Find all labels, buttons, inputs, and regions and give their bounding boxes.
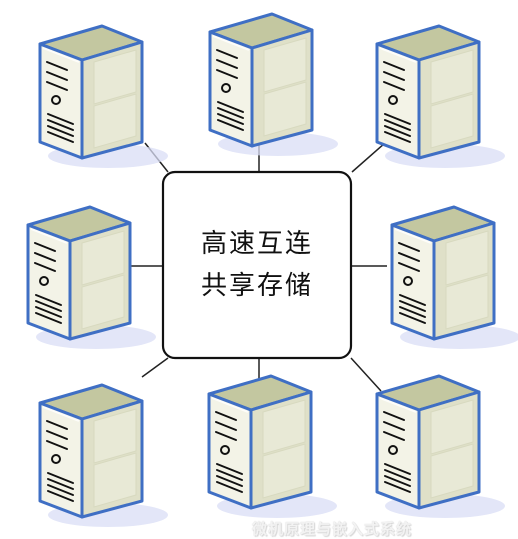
server-tower-icon <box>207 374 337 518</box>
server-tower-icon <box>390 205 518 349</box>
connector-line-bottom-right <box>350 357 382 392</box>
server-tower-icon <box>208 12 338 156</box>
watermark-text: 微机原理与嵌入式系统 <box>252 520 413 538</box>
connector-line-top-right <box>351 142 386 173</box>
connector-line-bottom-left <box>141 357 169 378</box>
server-tower-icon <box>375 374 505 518</box>
server-tower-icon <box>38 383 168 527</box>
server-tower-icon <box>375 24 505 168</box>
server-tower-icon <box>26 205 156 349</box>
server-group <box>26 12 518 527</box>
server-tower-icon <box>38 24 168 168</box>
shared-storage-box <box>161 170 353 360</box>
